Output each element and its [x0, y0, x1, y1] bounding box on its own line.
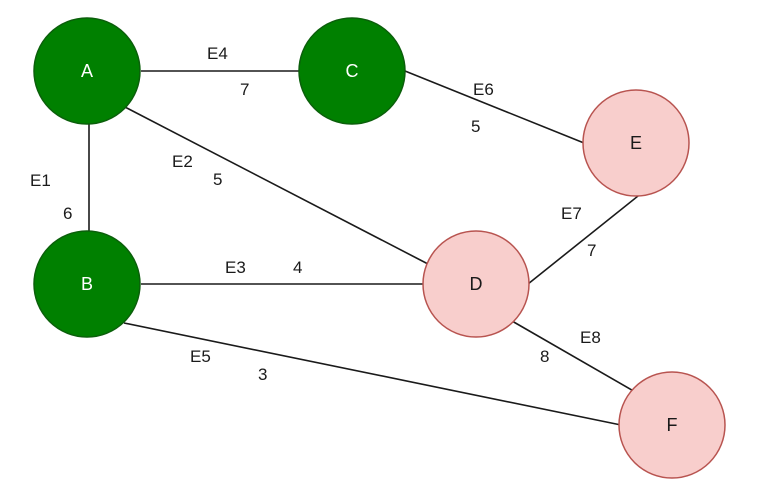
edge-name-labels: E1 E2 E3 E4 E5 E6 E7 E8: [30, 44, 601, 366]
edge-weight-e1: 6: [63, 204, 72, 223]
edge-label-e2: E2: [172, 152, 193, 171]
node-c: C: [298, 17, 406, 125]
node-b: B: [33, 230, 141, 338]
edge-e7: [527, 195, 639, 285]
node-a-label: A: [81, 61, 93, 81]
edge-weight-e4: 7: [240, 80, 249, 99]
node-d-circle: [422, 230, 530, 338]
edges: [88, 70, 639, 426]
edge-label-e4: E4: [207, 44, 228, 63]
edge-e5: [123, 322, 622, 426]
node-e: E: [582, 89, 690, 197]
node-d: D: [422, 230, 530, 338]
edge-label-e7: E7: [561, 204, 582, 223]
edge-label-e5: E5: [190, 347, 211, 366]
node-e-circle: [582, 89, 690, 197]
node-a-circle: [33, 17, 141, 125]
node-c-label: C: [346, 61, 359, 81]
edge-weight-e8: 8: [540, 347, 549, 366]
edge-label-e3: E3: [225, 258, 246, 277]
edge-label-e6: E6: [473, 80, 494, 99]
edge-label-e8: E8: [580, 328, 601, 347]
edge-weight-e3: 4: [293, 258, 302, 277]
node-b-label: B: [81, 274, 93, 294]
edge-e2: [122, 105, 429, 265]
node-a: A: [33, 17, 141, 125]
node-f: F: [618, 371, 726, 479]
edge-e8: [511, 320, 638, 394]
edge-weight-e2: 5: [213, 170, 222, 189]
edge-label-e1: E1: [30, 171, 51, 190]
edge-weight-e5: 3: [258, 365, 267, 384]
node-c-circle: [298, 17, 406, 125]
edge-weight-e6: 5: [471, 117, 480, 136]
nodes: A B C D E F: [33, 17, 726, 479]
edge-e6: [404, 70, 585, 144]
edge-weight-e7: 7: [587, 241, 596, 260]
node-f-circle: [618, 371, 726, 479]
node-b-circle: [33, 230, 141, 338]
edge-weight-labels: 6 5 4 7 3 5 7 8: [63, 80, 596, 384]
node-f-label: F: [667, 415, 678, 435]
node-d-label: D: [470, 274, 483, 294]
node-e-label: E: [630, 133, 642, 153]
